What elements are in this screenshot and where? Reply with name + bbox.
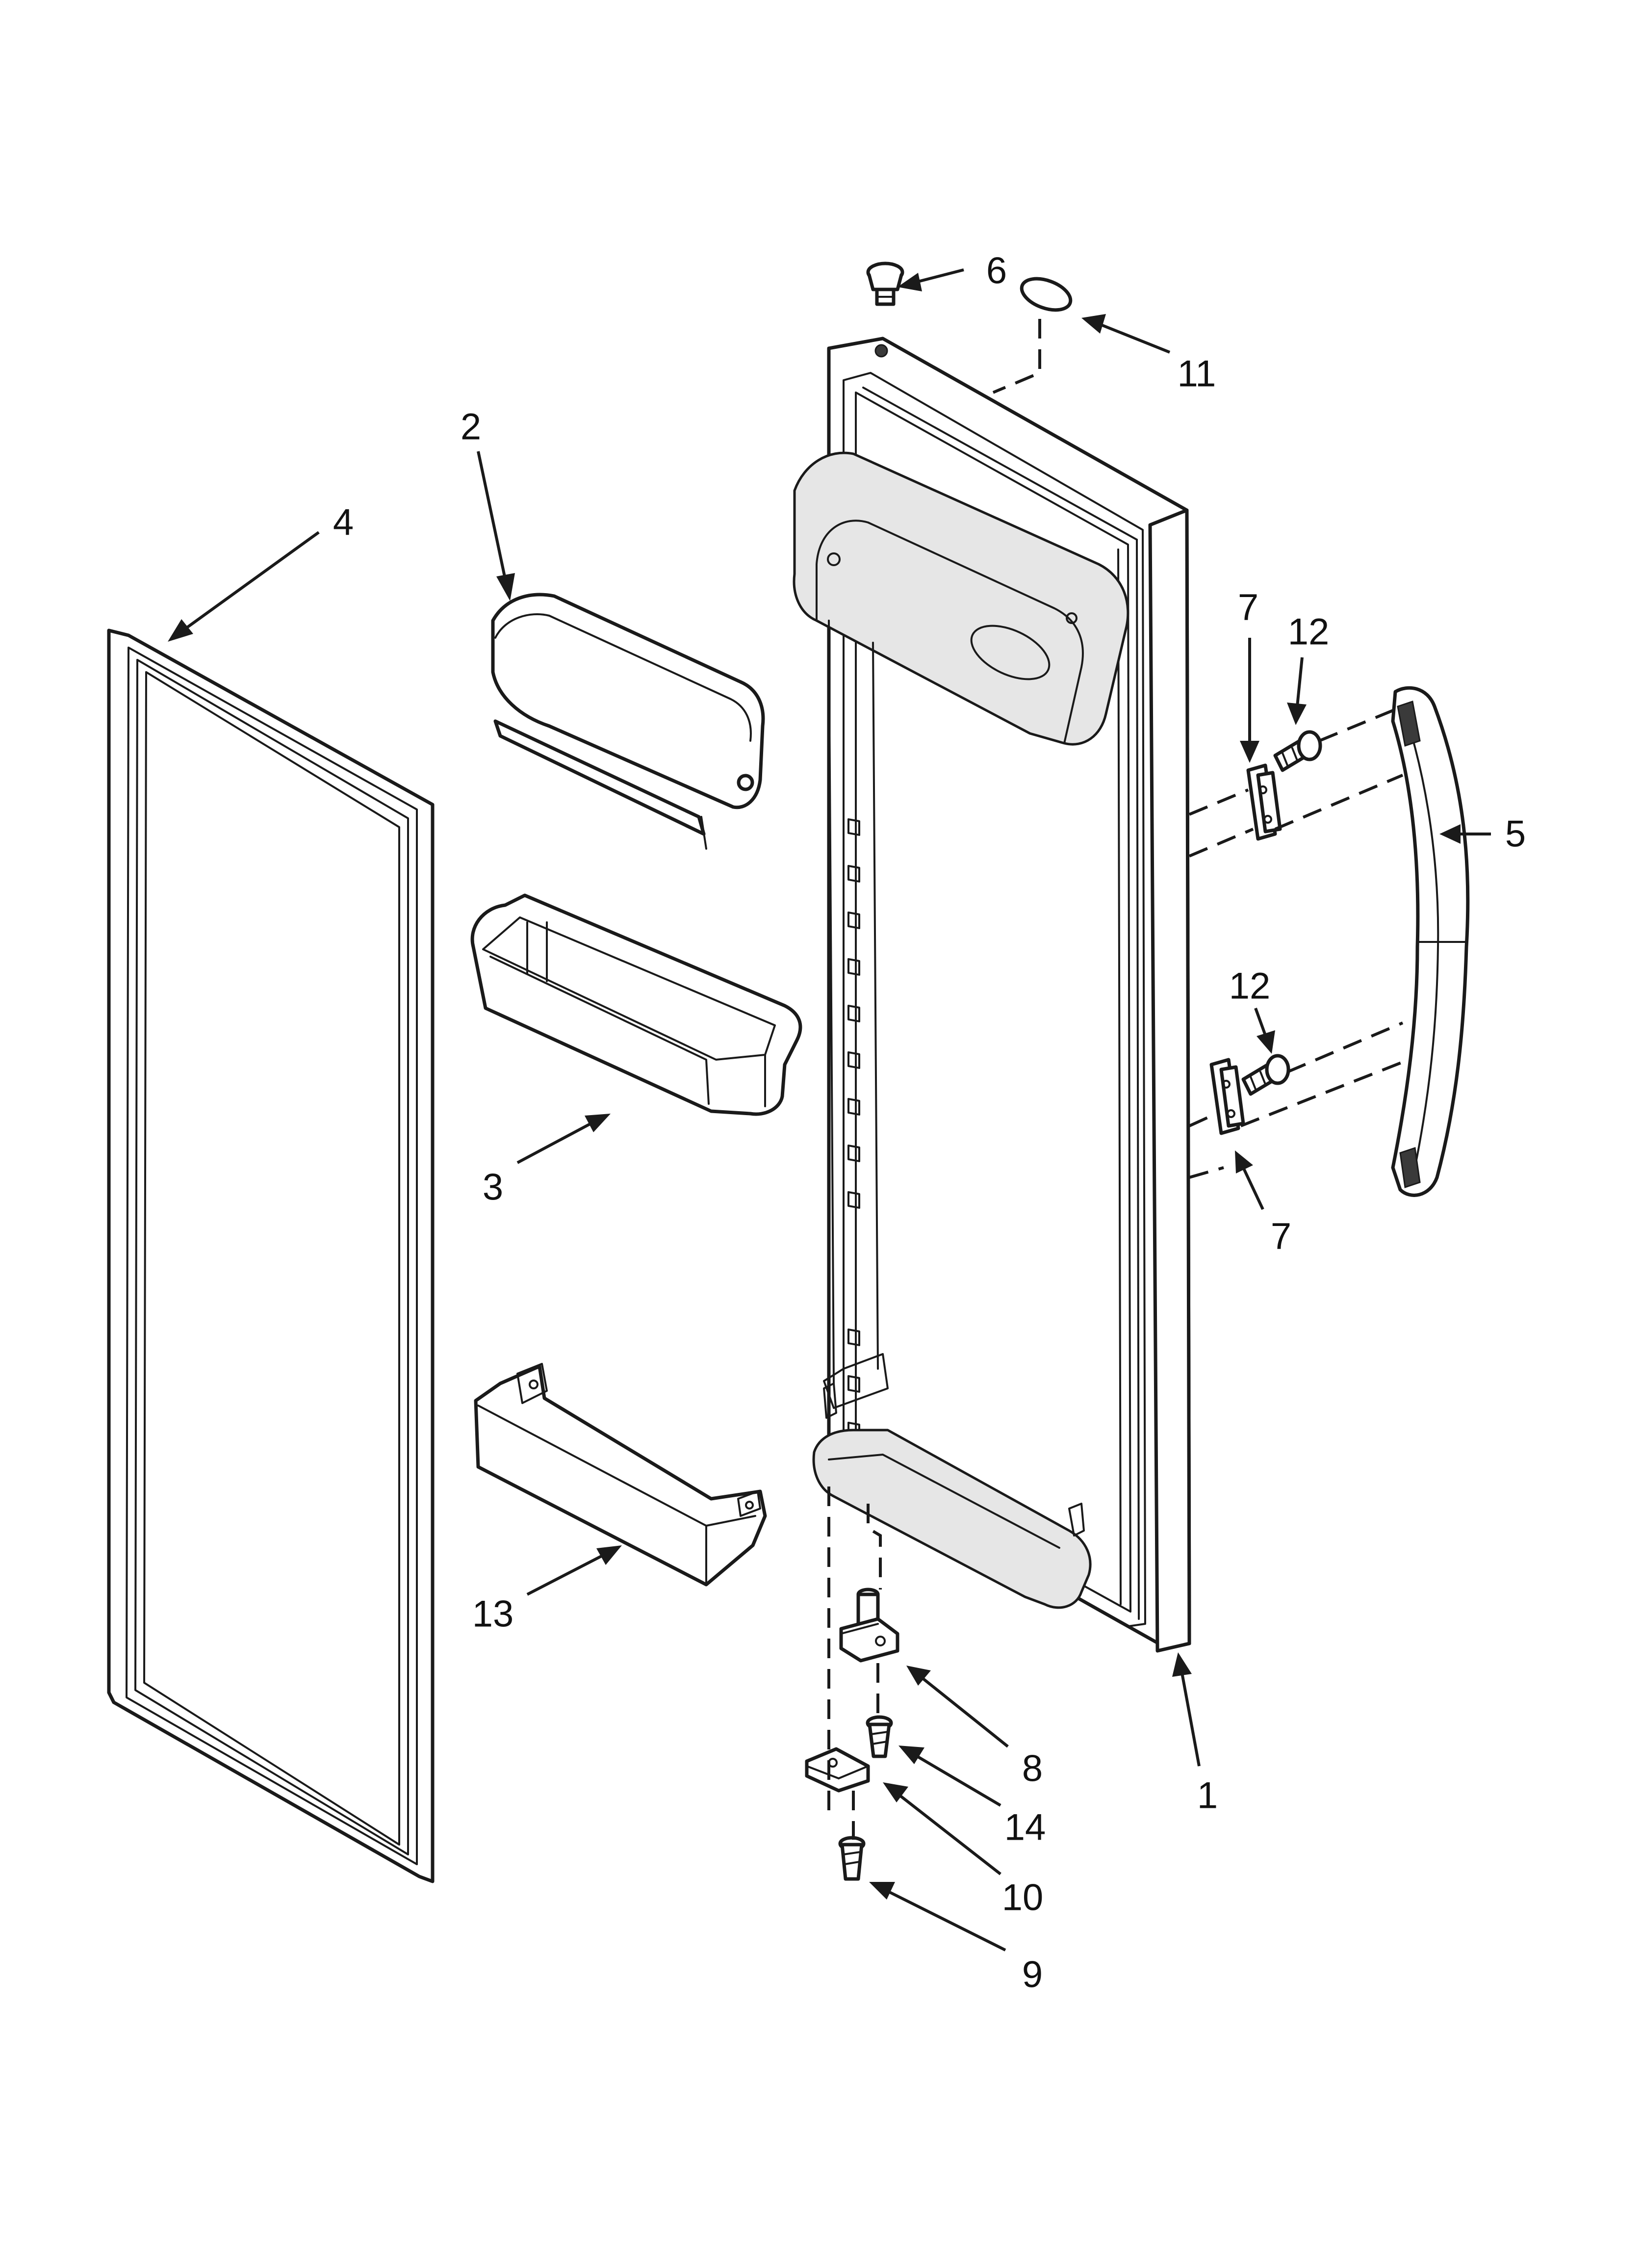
handle-bracket-upper-part — [1246, 763, 1282, 841]
hinge-plate-screw-part — [838, 1836, 866, 1881]
callout-10: 10 — [883, 1782, 1043, 1919]
screw-lower-part — [1241, 1054, 1290, 1096]
lower-bin-part — [474, 1363, 767, 1587]
callout-7-lower: 7 — [1235, 1150, 1291, 1257]
callout-3-label: 3 — [483, 1167, 503, 1208]
hinge-screw-part — [866, 1715, 893, 1758]
callout-8-label: 8 — [1022, 1748, 1043, 1790]
callout-1-label: 1 — [1197, 1775, 1218, 1817]
callout-5-label: 5 — [1505, 813, 1526, 855]
door-assembly-part — [793, 337, 1191, 1653]
hinge-part — [839, 1588, 899, 1663]
callout-5: 5 — [1439, 813, 1526, 855]
callout-2: 2 — [461, 406, 515, 601]
callout-7-upper: 7 — [1238, 587, 1259, 763]
handle-bracket-lower-part — [1209, 1058, 1245, 1135]
door-bin-part — [470, 893, 802, 1116]
screw-upper-part — [1273, 730, 1322, 772]
door-stop-pin-part — [866, 261, 904, 358]
ring-part — [1020, 277, 1073, 312]
callout-6: 6 — [898, 250, 1007, 292]
callout-11: 11 — [1081, 314, 1216, 395]
callout-12-lower-label: 12 — [1229, 965, 1271, 1007]
callout-4-label: 4 — [333, 502, 354, 544]
hinge-plate-part — [805, 1747, 870, 1793]
callout-9-label: 9 — [1022, 1954, 1043, 1996]
door-gasket-part — [107, 628, 435, 1883]
callout-13: 13 — [472, 1545, 622, 1635]
callout-12-upper-label: 12 — [1288, 611, 1330, 653]
callout-13-label: 13 — [472, 1593, 514, 1635]
callout-2-label: 2 — [461, 406, 481, 448]
callout-9: 9 — [869, 1882, 1043, 1996]
callout-1: 1 — [1172, 1652, 1218, 1817]
callout-6-label: 6 — [986, 250, 1007, 292]
callout-14: 14 — [898, 1746, 1046, 1849]
door-handle-part — [1391, 686, 1470, 1197]
dairy-door-part — [491, 593, 765, 850]
callout-12-upper: 12 — [1287, 611, 1330, 725]
callout-11-label: 11 — [1178, 353, 1216, 395]
callout-8: 8 — [906, 1666, 1043, 1790]
callout-7-upper-label: 7 — [1238, 587, 1258, 628]
callout-7-lower-label: 7 — [1271, 1216, 1291, 1257]
callout-4: 4 — [168, 502, 354, 642]
callout-14-label: 14 — [1004, 1807, 1046, 1849]
callout-10-label: 10 — [1002, 1877, 1044, 1919]
callout-12-lower: 12 — [1229, 965, 1275, 1054]
callout-3: 3 — [483, 1114, 611, 1208]
